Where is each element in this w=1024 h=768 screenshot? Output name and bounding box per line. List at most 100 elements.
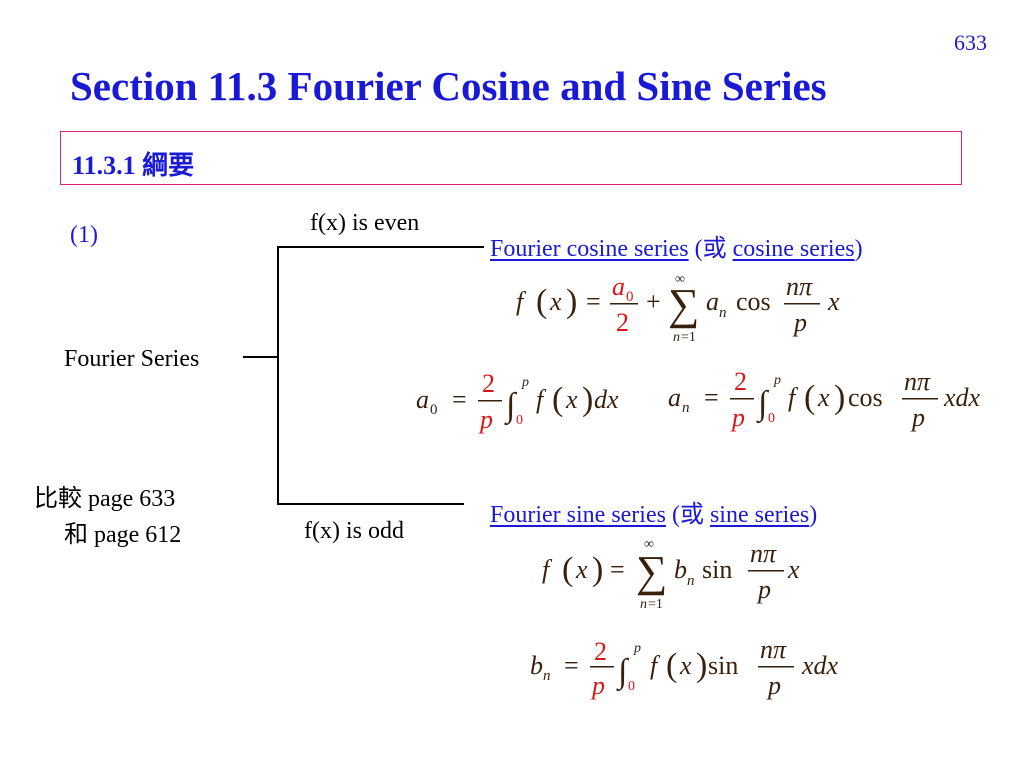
- svg-text:p: p: [766, 671, 781, 700]
- svg-text:x: x: [575, 555, 588, 584]
- a0-formula: a 0 = 2 p ∫ p 0 f ( x ) dx: [416, 369, 619, 434]
- fourier-cosine-series-link[interactable]: Fourier cosine series: [490, 236, 689, 262]
- svg-text:p: p: [756, 575, 771, 604]
- svg-text:x: x: [817, 383, 830, 412]
- cosine-series-link[interactable]: cosine series: [732, 236, 855, 262]
- svg-text:dx: dx: [594, 385, 619, 414]
- item-label: (1): [70, 222, 98, 248]
- svg-text:n: n: [682, 400, 690, 416]
- svg-text:=: =: [610, 555, 625, 584]
- svg-text:cos: cos: [848, 383, 883, 412]
- svg-text:=: =: [704, 383, 719, 412]
- subtitle-box: [60, 131, 962, 185]
- svg-text:nπ: nπ: [786, 272, 813, 301]
- svg-text:2: 2: [482, 369, 495, 398]
- svg-text:∑: ∑: [636, 547, 667, 596]
- svg-text:p: p: [792, 308, 807, 337]
- svg-text:nπ: nπ: [904, 367, 931, 396]
- svg-text:∫: ∫: [756, 385, 770, 424]
- cosine-heading-mid: (或: [688, 236, 733, 262]
- bracket-bottom-arm: [277, 503, 464, 505]
- bracket-vertical: [277, 246, 279, 504]
- svg-text:(: (: [536, 283, 547, 320]
- svg-text:nπ: nπ: [760, 635, 787, 664]
- compare-line-2: 和 page 612: [64, 522, 182, 548]
- svg-text:x: x: [827, 287, 840, 316]
- svg-text:): ): [566, 283, 577, 320]
- svg-text:a: a: [416, 385, 429, 414]
- svg-text:f: f: [542, 555, 553, 584]
- svg-text:n: n: [719, 305, 727, 321]
- svg-text:p: p: [633, 641, 641, 656]
- bracket-top-arm: [277, 246, 484, 248]
- svg-text:p: p: [773, 373, 781, 388]
- page-title: Section 11.3 Fourier Cosine and Sine Ser…: [70, 63, 827, 109]
- svg-text:x: x: [549, 287, 562, 316]
- svg-text:b: b: [530, 651, 543, 680]
- svg-text:p: p: [910, 403, 925, 432]
- svg-text:(: (: [666, 647, 677, 684]
- svg-text:=1: =1: [648, 597, 663, 612]
- svg-text:p: p: [590, 671, 605, 700]
- svg-text:): ): [592, 551, 603, 588]
- compare-line-1: 比較 page 633: [34, 486, 176, 512]
- svg-text:∞: ∞: [675, 272, 685, 287]
- svg-text:p: p: [521, 375, 529, 390]
- fourier-sine-series-link[interactable]: Fourier sine series: [490, 502, 666, 528]
- cosine-heading-end: ): [854, 236, 863, 262]
- svg-text:f: f: [536, 385, 547, 414]
- svg-text:n: n: [673, 330, 680, 345]
- svg-text:): ): [582, 381, 593, 418]
- odd-label-text: f(x) is odd: [304, 518, 404, 544]
- svg-text:=: =: [452, 385, 467, 414]
- svg-text:=: =: [564, 651, 579, 680]
- svg-text:2: 2: [616, 308, 629, 337]
- svg-text:f: f: [788, 383, 799, 412]
- svg-text:∑: ∑: [668, 280, 699, 329]
- svg-text:): ): [834, 379, 845, 416]
- fourier-series-label: Fourier Series: [64, 346, 200, 372]
- svg-text:+: +: [646, 287, 661, 316]
- svg-text:x: x: [787, 555, 800, 584]
- svg-text:=1: =1: [681, 330, 696, 345]
- svg-text:0: 0: [768, 411, 775, 426]
- cosine-heading: Fourier cosine series (或 cosine series): [490, 228, 863, 263]
- svg-text:p: p: [730, 403, 745, 432]
- sine-heading-mid: (或: [665, 502, 710, 528]
- svg-text:0: 0: [628, 679, 635, 694]
- sine-series-link[interactable]: sine series: [709, 502, 810, 528]
- svg-text:x: x: [565, 385, 578, 414]
- svg-text:b: b: [674, 555, 687, 584]
- sine-heading-end: ): [809, 502, 818, 528]
- svg-text:(: (: [804, 379, 815, 416]
- svg-text:0: 0: [430, 402, 438, 418]
- svg-text:f: f: [650, 651, 661, 680]
- bracket-stem: [243, 356, 277, 358]
- even-label: f(x) is even: [310, 210, 419, 237]
- svg-text:a: a: [668, 383, 681, 412]
- svg-text:∫: ∫: [616, 653, 630, 692]
- svg-text:0: 0: [626, 289, 634, 305]
- svg-text:sin: sin: [708, 651, 738, 680]
- svg-text:(: (: [552, 381, 563, 418]
- svg-text:f: f: [516, 287, 527, 316]
- svg-text:cos: cos: [736, 287, 771, 316]
- svg-text:∞: ∞: [644, 537, 654, 552]
- svg-text:(: (: [562, 551, 573, 588]
- bn-formula: b n = 2 p ∫ p 0 f ( x ) sin nπ p xdx: [530, 635, 839, 700]
- svg-text:x: x: [679, 651, 692, 680]
- svg-text:2: 2: [594, 637, 607, 666]
- subtitle: 11.3.1 綱要: [72, 151, 195, 180]
- svg-text:2: 2: [734, 367, 747, 396]
- svg-text:n: n: [640, 597, 647, 612]
- odd-label: f(x) is odd: [304, 518, 404, 545]
- svg-text:n: n: [687, 573, 695, 589]
- cosine-series-formula: f ( x ) = a 0 2 + ∞ ∑ n =1 a n cos nπ p …: [516, 272, 840, 345]
- svg-text:xdx: xdx: [943, 383, 981, 412]
- svg-text:0: 0: [516, 413, 523, 428]
- page-number: 633: [954, 30, 987, 55]
- svg-text:sin: sin: [702, 555, 732, 584]
- svg-text:a: a: [706, 287, 719, 316]
- svg-text:=: =: [586, 287, 601, 316]
- sine-heading: Fourier sine series (或 sine series): [490, 494, 817, 529]
